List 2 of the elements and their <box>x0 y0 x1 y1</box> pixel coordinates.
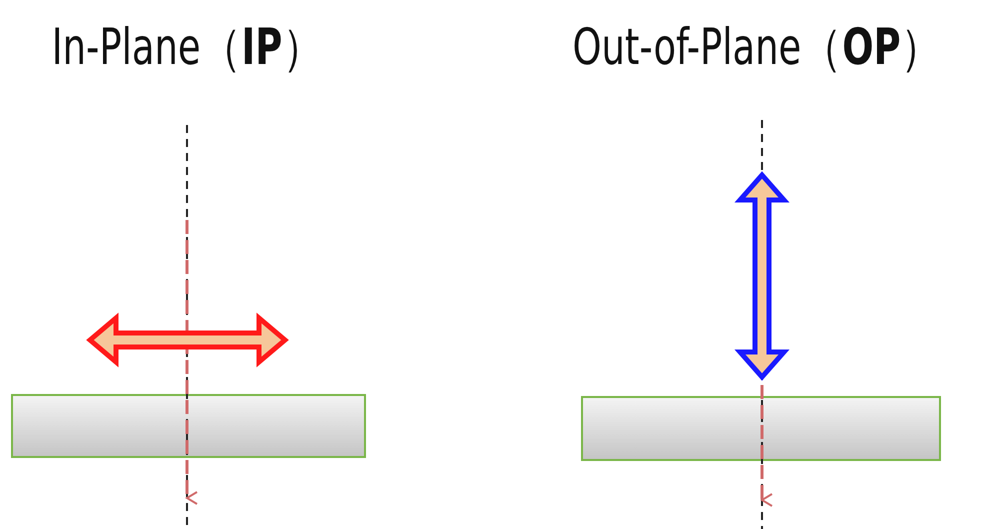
heading: Out-of-Plane（OP） <box>572 17 942 78</box>
heading: In-Plane（IP） <box>51 17 323 78</box>
